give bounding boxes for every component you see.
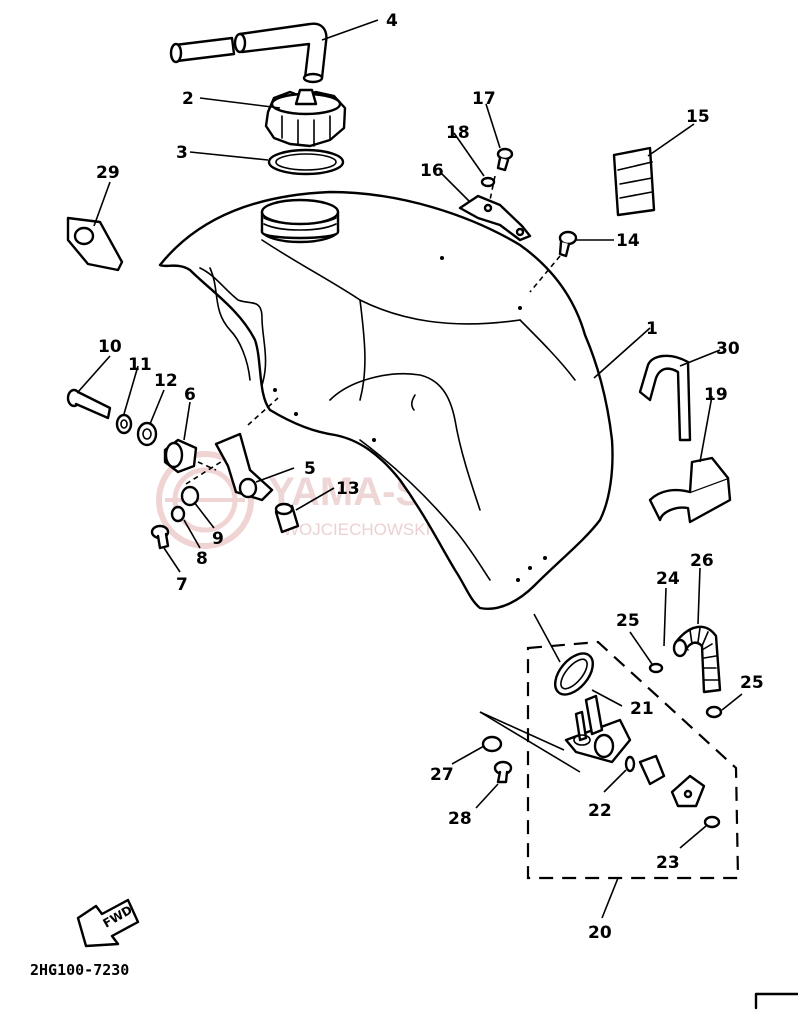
part-petcock-body (564, 694, 632, 764)
callout-21: 21 (630, 699, 654, 719)
callout-5: 5 (304, 459, 316, 479)
part-collar-13 (274, 502, 300, 534)
part-fuel-cap (264, 88, 347, 148)
callout-2: 2 (182, 89, 194, 109)
part-bolt-17 (496, 147, 514, 172)
callout-26: 26 (690, 551, 714, 571)
part-screw-23 (703, 815, 721, 829)
callout-22: 22 (588, 801, 612, 821)
part-washer-12 (136, 421, 158, 447)
part-oring-22 (624, 755, 636, 773)
callout-16: 16 (420, 161, 444, 181)
callout-17: 17 (472, 89, 496, 109)
callout-30: 30 (716, 339, 740, 359)
callout-18: 18 (446, 123, 470, 143)
callout-9: 9 (212, 529, 224, 549)
part-damper-15 (612, 146, 656, 217)
part-stay-5 (214, 432, 274, 502)
callout-7: 7 (176, 575, 188, 595)
part-cap-gasket (267, 148, 345, 176)
corner-mark (754, 992, 798, 1010)
part-washer-9 (180, 485, 200, 507)
callout-28: 28 (448, 809, 472, 829)
callout-11: 11 (128, 355, 152, 375)
part-lever (638, 754, 666, 786)
part-hose-clip-25 (648, 662, 664, 674)
part-petcock-oring-21 (554, 652, 594, 696)
part-washer-11 (115, 413, 133, 435)
part-fuel-hose-26 (672, 625, 722, 694)
watermark-logo (156, 451, 254, 549)
callout-29: 29 (96, 163, 120, 183)
part-screw-28 (493, 760, 513, 784)
callout-24: 24 (656, 569, 680, 589)
callout-13: 13 (336, 479, 360, 499)
part-nut-8 (170, 505, 186, 523)
diagram-code: 2HG100-7230 (30, 961, 129, 979)
callout-25-lower: 25 (740, 673, 764, 693)
part-bolt-7 (150, 524, 170, 550)
part-grommet-6 (163, 438, 198, 474)
petcock-assembly-box (526, 640, 740, 880)
callout-12: 12 (154, 371, 178, 391)
callout-14: 14 (616, 231, 640, 251)
part-plate (670, 774, 706, 808)
callout-25-upper: 25 (616, 611, 640, 631)
callout-6: 6 (184, 385, 196, 405)
part-breather-hose (169, 22, 328, 84)
part-strap-30 (638, 354, 692, 442)
callout-23: 23 (656, 853, 680, 873)
callout-19: 19 (704, 385, 728, 405)
part-bolt-10 (66, 388, 112, 420)
fuel-tank (158, 190, 614, 610)
part-hose-clip-25b (705, 705, 723, 719)
part-washer-18 (480, 176, 496, 188)
callout-8: 8 (196, 549, 208, 569)
part-bracket-16 (458, 194, 532, 242)
part-bracket-29 (66, 216, 124, 272)
part-screw-14 (558, 230, 578, 258)
callout-4: 4 (386, 11, 398, 31)
callouts: 1 2 3 4 5 6 7 8 9 10 11 12 13 14 15 16 1… (96, 11, 764, 943)
callout-3: 3 (176, 143, 188, 163)
callout-20: 20 (588, 923, 612, 943)
leader-lines (77, 19, 743, 919)
part-mount-19 (648, 456, 732, 524)
part-washer-27 (481, 735, 503, 753)
callout-27: 27 (430, 765, 454, 785)
callout-15: 15 (686, 107, 710, 127)
callout-1: 1 (646, 319, 658, 339)
fwd-arrow-icon: FWD (76, 898, 140, 948)
callout-10: 10 (98, 337, 122, 357)
